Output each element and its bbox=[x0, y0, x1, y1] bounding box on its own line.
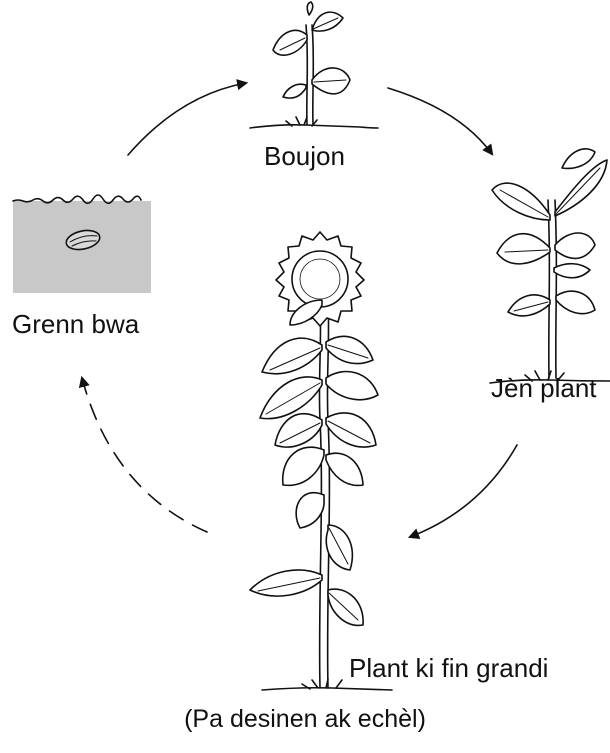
young-plant-illustration bbox=[490, 149, 610, 383]
label-mature-plant: Plant ki fin grandi bbox=[349, 655, 548, 681]
label-seed: Grenn bwa bbox=[12, 311, 139, 337]
arrow-sprout-to-young-plant bbox=[388, 88, 492, 154]
arrow-seed-to-sprout bbox=[128, 83, 246, 155]
mature-plant-illustration bbox=[250, 232, 392, 690]
arrow-young-to-mature-plant bbox=[410, 445, 517, 537]
seed-illustration bbox=[13, 195, 151, 293]
arrow-mature-to-seed-dashed bbox=[82, 378, 207, 532]
label-young-plant: Jèn plant bbox=[491, 375, 597, 401]
label-sprout: Boujon bbox=[264, 143, 345, 169]
scale-note: (Pa desinen ak echèl) bbox=[0, 707, 610, 732]
sprout-illustration bbox=[250, 2, 378, 128]
sunflower-head bbox=[276, 232, 364, 326]
